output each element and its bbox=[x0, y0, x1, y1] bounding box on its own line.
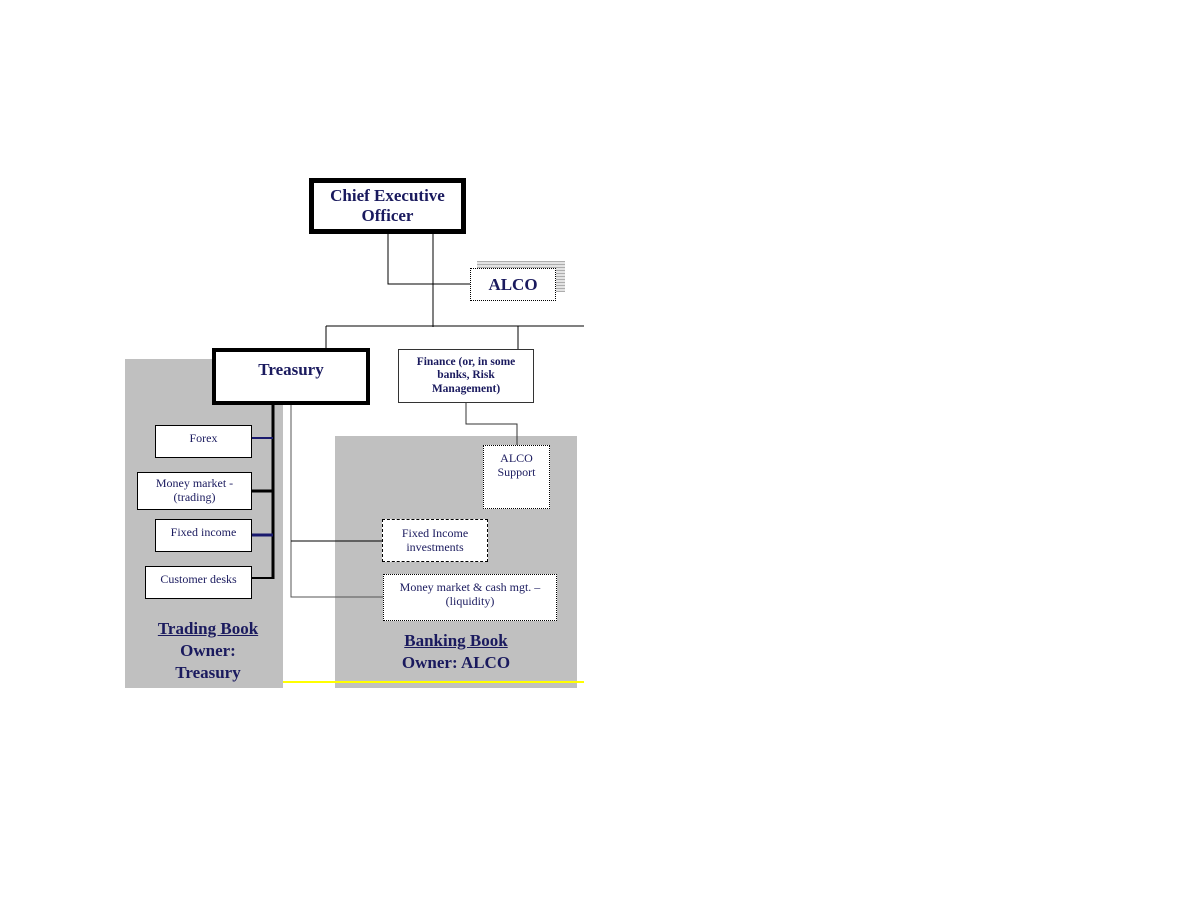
fixed-income-label: Fixed income bbox=[170, 525, 237, 539]
banking-book-title: Banking Book bbox=[404, 631, 508, 650]
trading-book-title: Trading Book bbox=[157, 619, 259, 638]
alco-support-label: ALCO Support bbox=[497, 451, 536, 479]
forex-label: Forex bbox=[189, 431, 218, 445]
alco-support-box: ALCO Support bbox=[483, 445, 550, 509]
alco-label: ALCO bbox=[488, 274, 538, 294]
trading-book-caption: Trading Book Owner: Treasury bbox=[125, 618, 291, 684]
banking-book-owner: Owner: ALCO bbox=[401, 653, 511, 672]
ceo-box: Chief Executive Officer bbox=[309, 178, 466, 234]
customer-desks-box: Customer desks bbox=[145, 566, 252, 599]
treasury-box: Treasury bbox=[212, 348, 370, 405]
alco-box: ALCO bbox=[470, 268, 556, 301]
money-market-cash-label: Money market & cash mgt. – (liquidity) bbox=[399, 580, 541, 608]
customer-desks-label: Customer desks bbox=[160, 572, 237, 586]
money-market-trading-box: Money market - (trading) bbox=[137, 472, 252, 510]
finance-label: Finance (or, in some banks, Risk Managem… bbox=[416, 356, 516, 395]
money-market-trading-label: Money market - (trading) bbox=[155, 476, 234, 504]
banking-book-caption: Banking Book Owner: ALCO bbox=[335, 630, 577, 674]
finance-alco-support-line bbox=[465, 402, 518, 445]
forex-box: Forex bbox=[155, 425, 252, 458]
treasury-label: Treasury bbox=[258, 360, 324, 379]
fixed-income-investments-box: Fixed Income investments bbox=[382, 519, 488, 562]
fixed-income-investments-label: Fixed Income investments bbox=[401, 525, 469, 554]
trading-book-owner-label: Owner: bbox=[180, 641, 236, 660]
finance-box: Finance (or, in some banks, Risk Managem… bbox=[398, 349, 534, 403]
trading-book-owner: Treasury bbox=[175, 663, 241, 682]
ceo-alco-line bbox=[387, 233, 470, 285]
money-market-cash-box: Money market & cash mgt. – (liquidity) bbox=[383, 574, 557, 621]
fixed-income-box: Fixed income bbox=[155, 519, 252, 552]
treasury-banking-line bbox=[290, 404, 383, 598]
ceo-label: Chief Executive Officer bbox=[330, 186, 445, 225]
